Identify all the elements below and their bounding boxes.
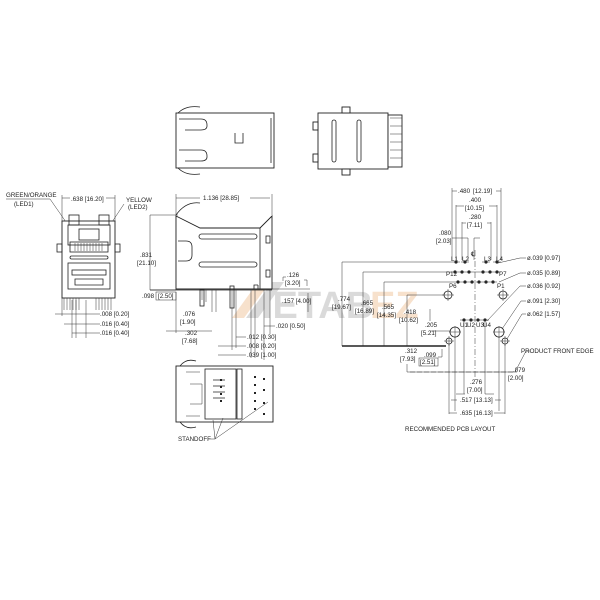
dim-020: .020 [0.50]: [276, 323, 306, 330]
watermark-text: IETAB: [262, 285, 373, 327]
pin-dim-1: .008 [0.20]: [100, 311, 130, 318]
dim-302-mm: [7.68]: [182, 338, 198, 345]
pcb-dim-099-in: .099: [424, 352, 437, 359]
pin-label-u3: U3: [476, 322, 484, 329]
centerline-symbol: ℄: [470, 251, 475, 258]
dim-076-in: .076: [183, 311, 196, 318]
pcb-dim-565-mm: [14.35]: [377, 312, 396, 319]
pcb-dim-312-in: .312: [405, 348, 418, 355]
front-view: GREEN/ORANGE (LED1) YELLOW (LED2) .638 […: [6, 192, 152, 338]
dim-039: .039 [1.00]: [247, 352, 277, 359]
led1-sub: (LED1): [14, 201, 34, 208]
pcb-dim-099-mm: [2.51]: [420, 359, 436, 366]
dim-157: .157 [4.00]: [282, 298, 312, 305]
dim-126-in: .126: [287, 272, 300, 279]
hole-callout-035: ø.035 [0.89]: [527, 270, 560, 277]
watermark-text-accent: EZ: [370, 285, 419, 327]
pin-label-u2: U2: [467, 322, 475, 329]
pcb-dim-205-in: .205: [425, 322, 438, 329]
pcb-dim-418-in: .418: [404, 309, 417, 316]
pin-dim-2: .016 [0.40]: [100, 321, 130, 328]
led2-label: YELLOW: [126, 197, 152, 204]
pcb-dim-480-mm: [12.19]: [473, 188, 492, 195]
pcb-dim-280-mm: [7.11]: [467, 222, 482, 229]
pin-label-l2: L2: [462, 256, 469, 263]
height-dim-mm: [21.10]: [137, 260, 156, 267]
pin-label-l3: L3: [484, 256, 491, 263]
hole-callout-091: ø.091 [2.30]: [527, 298, 560, 305]
pcb-dim-418-mm: [10.62]: [399, 317, 418, 324]
hole-callout-062: ø.062 [1.57]: [527, 311, 560, 318]
led2-sub: (LED2): [128, 204, 148, 211]
pcb-dim-080-mm: [2.03]: [436, 238, 452, 245]
product-front-edge-label: PRODUCT FRONT EDGE: [521, 348, 594, 355]
mounting-holes: [442, 289, 510, 346]
bottom-view: STANDOFF: [175, 359, 274, 443]
pin-label-l1: L1: [451, 256, 458, 263]
height-dim-in: .831: [140, 252, 153, 259]
pcb-dim-276-in: .276: [470, 379, 483, 386]
pcb-dim-079-in: .079: [513, 367, 526, 374]
pcb-dim-480-in: .480: [458, 188, 471, 195]
pcb-dim-280-in: .280: [469, 214, 482, 221]
pin-dim-3: .016 [0.40]: [100, 330, 130, 337]
pin-label-u4: U4: [483, 322, 491, 329]
pcb-dim-565-in: .565: [382, 304, 395, 311]
dim-008: .008 [0.20]: [247, 343, 277, 350]
led1-label: GREEN/ORANGE: [6, 192, 57, 199]
length-dim: 1.136 [28.85]: [203, 195, 239, 202]
pin-label-p7: P7: [499, 271, 507, 278]
pcb-layout: .480 [12.19] .400 [10.15] .280 [7.11] .0…: [332, 188, 594, 433]
pcb-dim-774-in: .774: [338, 296, 351, 303]
top-view-left: [175, 106, 275, 175]
top-view-right: [312, 106, 403, 176]
pcb-dim-205-mm: [5.21]: [421, 330, 437, 337]
hole-callout-039: ø.039 [0.97]: [527, 255, 560, 262]
standoff-dim-in: .098: [142, 293, 155, 300]
standoff-label: STANDOFF: [178, 436, 211, 443]
pin-label-p12: P12: [446, 271, 458, 278]
pcb-dim-665-in: .665: [361, 300, 374, 307]
hole-callout-036: ø.036 [0.92]: [527, 283, 560, 290]
pcb-layout-title: RECOMMENDED PCB LAYOUT: [405, 426, 496, 433]
pcb-dim-079-mm: [2.00]: [508, 375, 524, 382]
pin-label-p1: P1: [497, 283, 505, 290]
watermark: IETAB EZ: [232, 282, 419, 327]
pcb-dim-080-in: .080: [439, 230, 452, 237]
pcb-dim-276-mm: [7.00]: [467, 387, 483, 394]
pcb-dim-400-in: .400: [469, 197, 482, 204]
pcb-dim-517: .517 [13.13]: [460, 397, 493, 404]
dim-302-in: .302: [185, 330, 198, 337]
pcb-dim-400-mm: [10.15]: [465, 205, 484, 212]
standoff-dim-mm: [2.50]: [158, 293, 174, 300]
side-view: 1.136 [28.85] .831 [21.10] .098 [2.50] .…: [137, 193, 312, 360]
pcb-dim-774-mm: [19.67]: [332, 304, 351, 311]
pin-label-l4: L4: [496, 256, 503, 263]
width-dim: .638 [16.20]: [71, 196, 104, 203]
dim-012: .012 [0.30]: [247, 334, 277, 341]
pcb-pads: [453, 260, 499, 322]
dim-076-mm: [1.90]: [180, 319, 196, 326]
pin-label-p6: P6: [449, 283, 457, 290]
pcb-dim-312-mm: [7.93]: [400, 356, 416, 363]
pcb-dim-665-mm: [16.89]: [355, 308, 374, 315]
dim-126-mm: [3.20]: [285, 280, 301, 287]
pcb-dim-635: .635 [16.13]: [460, 410, 493, 417]
